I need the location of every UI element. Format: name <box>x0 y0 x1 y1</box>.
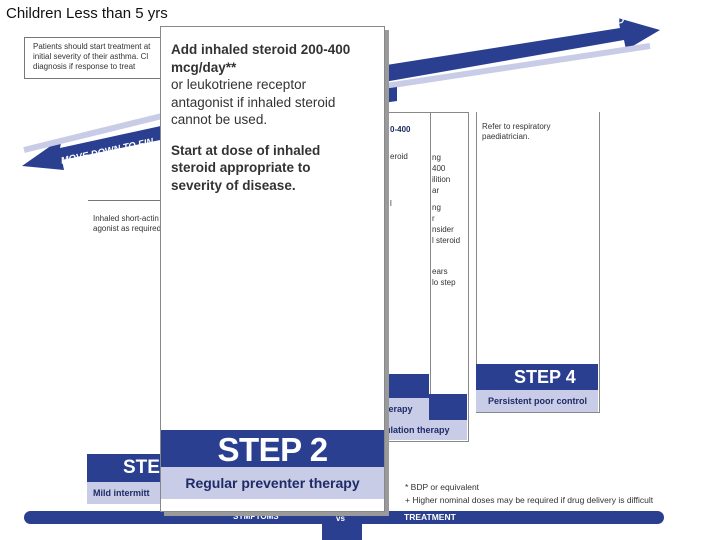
step1-sublabel: Mild intermitt <box>87 482 160 504</box>
step2-body-line: cannot be used. <box>171 112 268 127</box>
step1-text-line: Inhaled short-actin <box>93 214 159 223</box>
intro-box: Patients should start treatment at initi… <box>24 37 166 79</box>
step4-text-line: Refer to respiratory <box>482 122 551 131</box>
step3-sublabel: herapy <box>383 398 429 420</box>
step2-sublabel: Regular preventer therapy <box>161 467 384 499</box>
step4-panel <box>476 112 600 413</box>
step3-fragment: nsider <box>432 225 454 234</box>
step4-text-line: paediatrician. <box>482 132 530 141</box>
step1-divider <box>88 200 160 201</box>
step2-dose-line: steroid appropriate to <box>171 160 311 175</box>
intro-line: initial severity of their asthma. Cl <box>33 52 149 61</box>
step2-dose-line: severity of disease. <box>171 177 296 193</box>
step2-label: STEP 2 <box>161 430 384 470</box>
footnote-1: * BDP or equivalent <box>405 482 480 492</box>
step3-fragment: eroid <box>390 152 408 161</box>
step2-heading-line: Add inhaled steroid 200-400 <box>171 42 351 57</box>
move-up-arrow-shape <box>380 18 660 82</box>
bottom-bar-right-label: TREATMENT <box>404 512 456 522</box>
step1-label: STEP <box>87 454 173 482</box>
step3-fragment: l steroid <box>432 236 461 245</box>
step3-fragment: lo step <box>432 278 456 287</box>
step2-body-line: antagonist if inhaled steroid <box>171 94 336 110</box>
step3-navy-bar <box>383 374 429 398</box>
step2-dose-line: Start at dose of inhaled <box>171 142 321 158</box>
arrow-fragment <box>383 87 397 103</box>
step2-body-line: or leukotriene receptor <box>171 77 307 92</box>
step3-fragment: 0-400 <box>390 125 411 134</box>
step2-dose-note: Start at dose of inhaled steroid appropr… <box>171 142 376 195</box>
step2-description: Add inhaled steroid 200-400 mcg/day** or… <box>171 41 376 194</box>
footnote-2: + Higher nominal doses may be required i… <box>405 495 654 505</box>
step3-fragment: 400 <box>432 164 446 173</box>
step3-fragment: ar <box>432 186 440 195</box>
page-title: Children Less than 5 yrs <box>6 5 168 22</box>
step2-heading-line: mcg/day** <box>171 59 237 75</box>
move-down-arrow <box>22 111 170 170</box>
step3-fragment-mid: l <box>390 199 392 208</box>
step3-fragment: ng <box>432 203 441 212</box>
footnotes: * BDP or equivalent + Higher nominal dos… <box>405 481 705 507</box>
step3-fragment: r <box>432 214 435 223</box>
step3-fragment: ears <box>432 267 448 276</box>
bottom-bar-mid-label: vs <box>336 514 345 523</box>
step3-fragments-right: ng 400 ilition ar ng r nsider l steroid … <box>432 152 466 288</box>
intro-line: diagnosis if response to treat <box>33 62 136 71</box>
step3-fragment: ng <box>432 153 441 162</box>
step4-label: STEP 4 <box>476 364 598 390</box>
step4-sublabel: Persistent poor control <box>476 390 598 412</box>
step3-fragments: 0-400 eroid <box>390 124 465 162</box>
step1-text-line: agonist as required <box>93 224 162 233</box>
move-up-arrow <box>380 18 660 89</box>
step3-fragment: ilition <box>432 175 451 184</box>
step2-body: or leukotriene receptor antagonist if in… <box>171 76 376 129</box>
move-down-arrow-shape <box>22 124 170 170</box>
step3b-sublabel: ulation therapy <box>383 420 467 440</box>
intro-line: Patients should start treatment at <box>33 42 151 51</box>
step1-text: Inhaled short-actin agonist as required <box>93 214 163 234</box>
step3b-navy-bar <box>429 394 467 420</box>
step2-heading: Add inhaled steroid 200-400 mcg/day** <box>171 41 376 76</box>
step2-popup: Add inhaled steroid 200-400 mcg/day** or… <box>160 26 385 512</box>
bottom-bar-left-label: SYMPTOMS <box>233 512 279 521</box>
step4-text: Refer to respiratory paediatrician. <box>482 122 597 142</box>
bottom-bar-center <box>322 508 362 540</box>
